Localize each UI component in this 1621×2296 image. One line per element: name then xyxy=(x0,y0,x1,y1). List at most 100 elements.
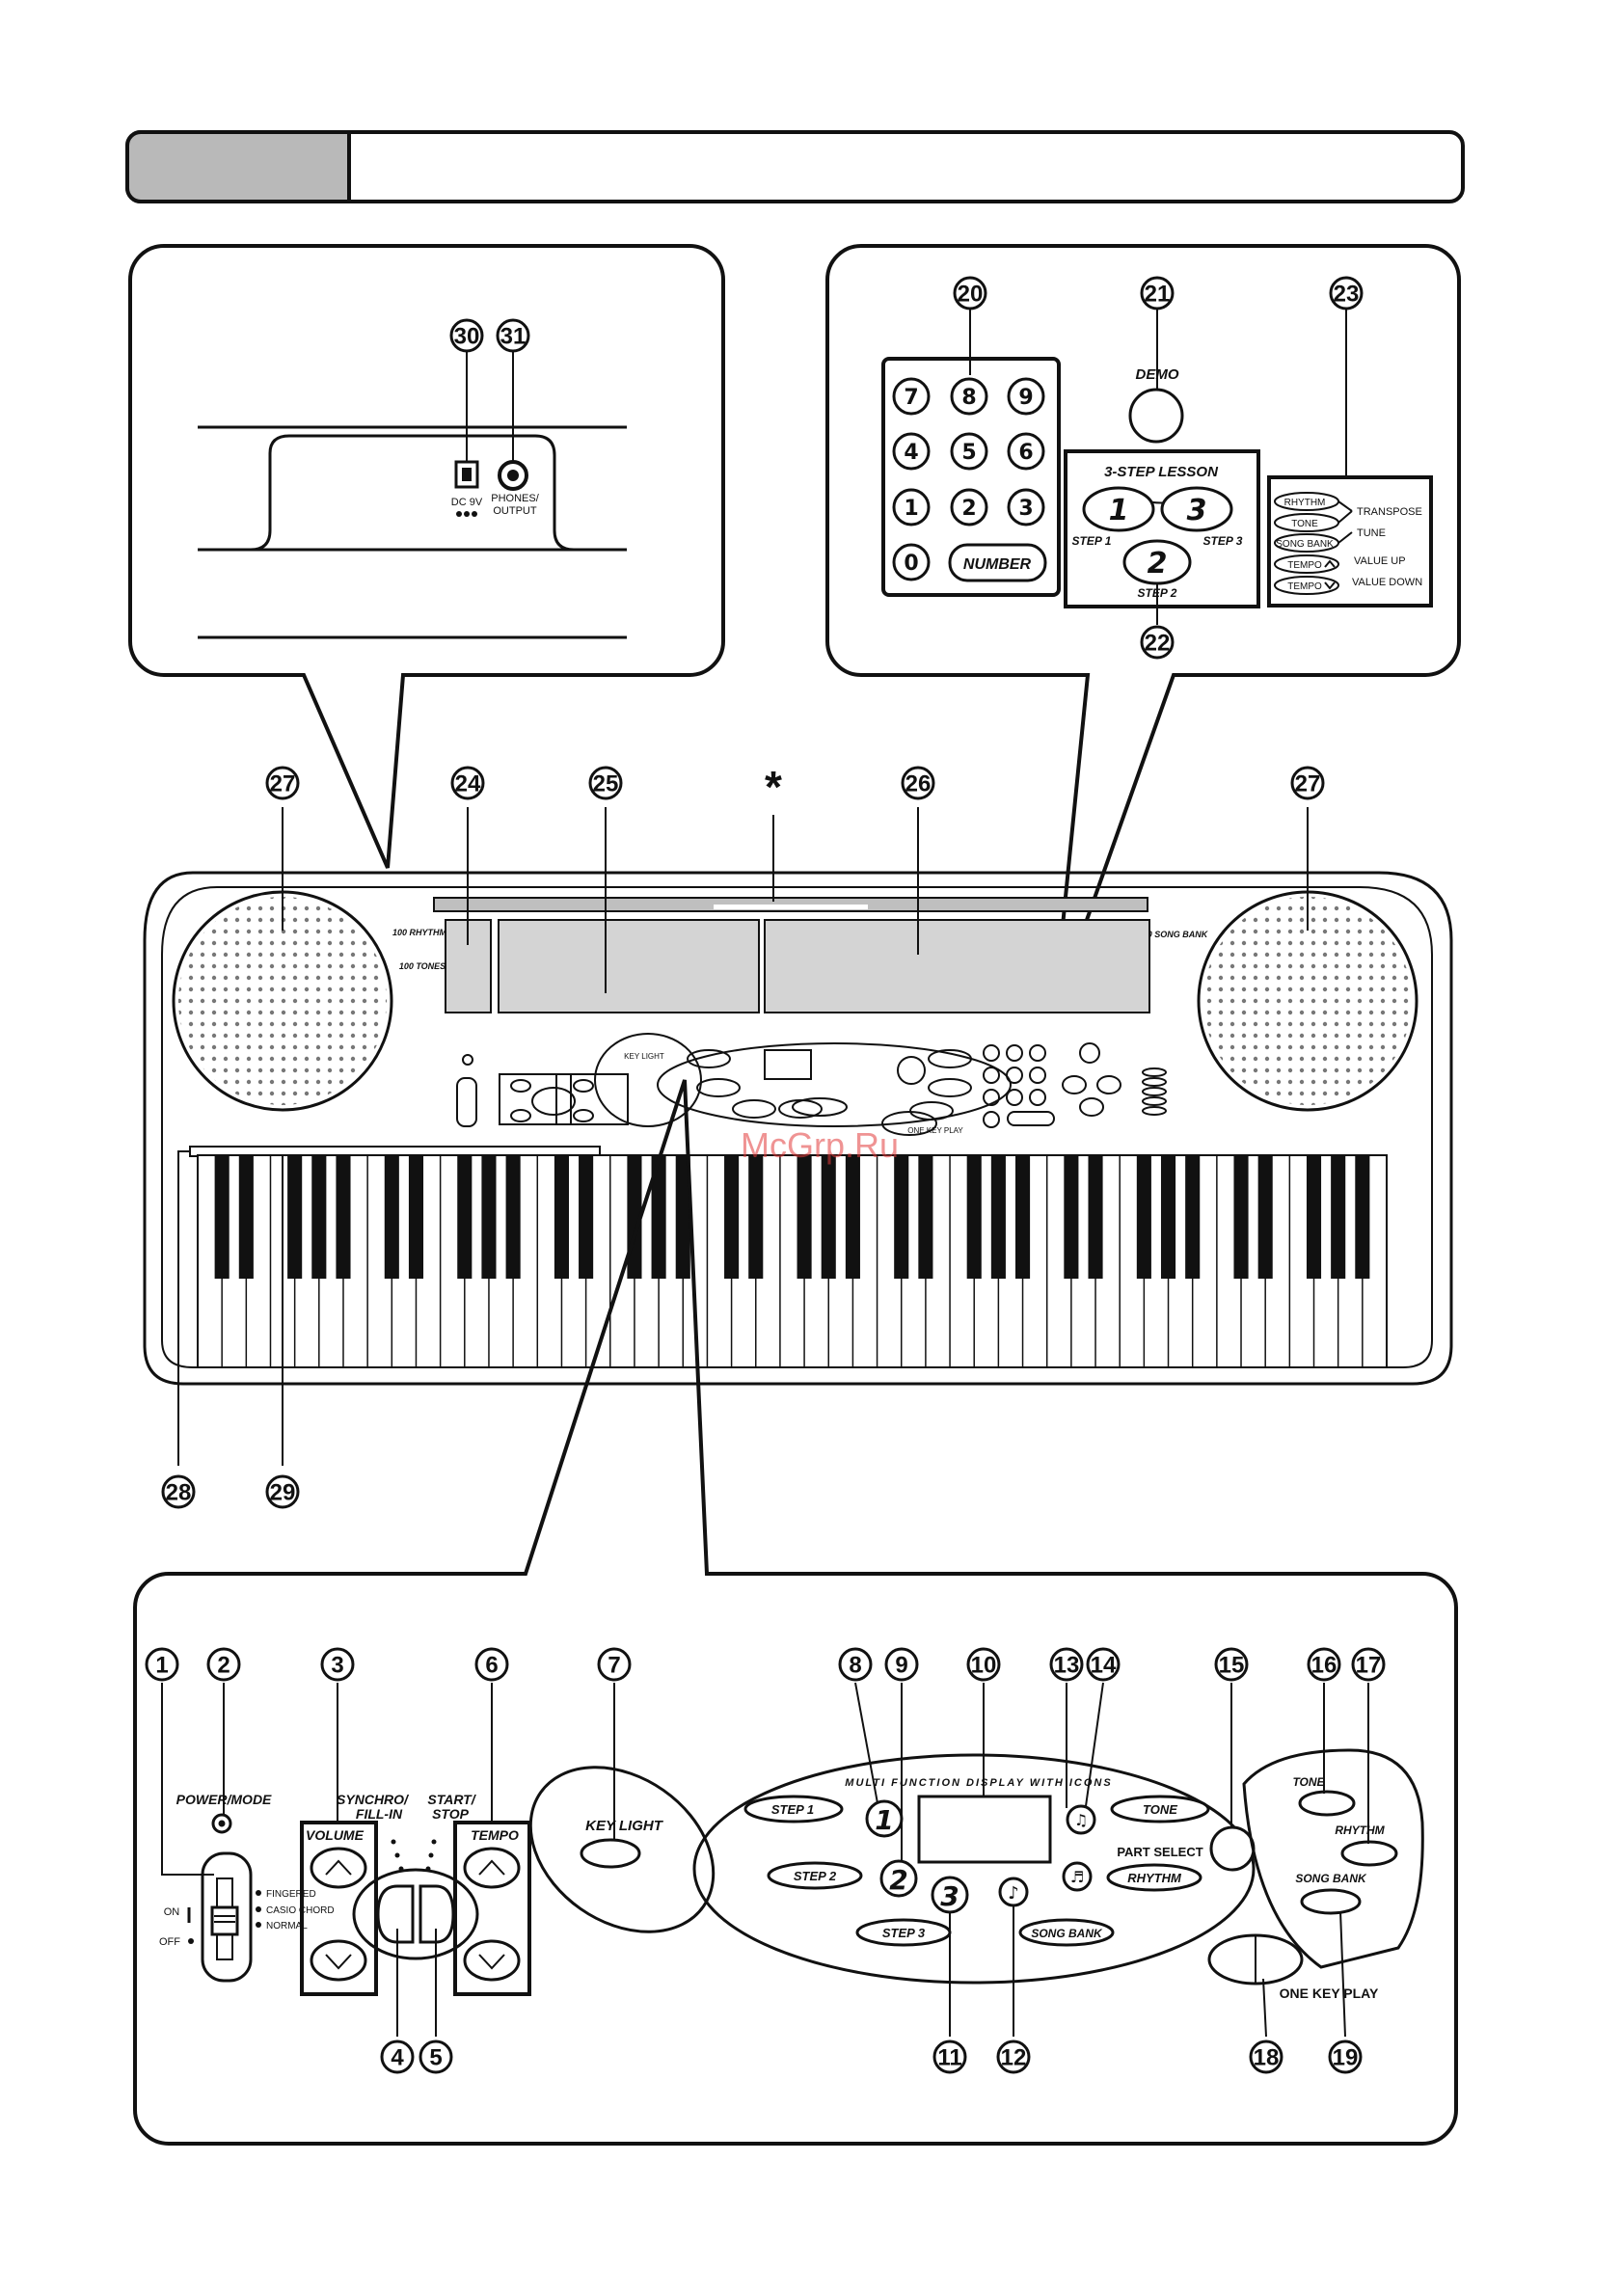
song-bank-right-button[interactable] xyxy=(1300,1888,1362,1915)
black-key[interactable] xyxy=(1233,1155,1249,1279)
tone-right-button[interactable] xyxy=(1298,1790,1356,1817)
black-key[interactable] xyxy=(1088,1155,1103,1279)
callout-number: 24 xyxy=(455,771,481,797)
black-key[interactable] xyxy=(748,1155,764,1279)
numpad-key-3[interactable] xyxy=(1007,488,1045,527)
callout-27: 27 xyxy=(265,766,300,800)
song-bank-button[interactable] xyxy=(1018,1918,1115,1947)
step2-button[interactable] xyxy=(767,1861,863,1890)
black-key[interactable] xyxy=(1306,1155,1322,1279)
black-key[interactable] xyxy=(894,1155,909,1279)
black-key[interactable] xyxy=(1355,1155,1370,1279)
black-key[interactable] xyxy=(1257,1155,1273,1279)
lesson-title: 3-STEP LESSON xyxy=(1104,464,1219,480)
rhythm-r-label: RHYTHM xyxy=(1335,1823,1385,1837)
black-key[interactable] xyxy=(675,1155,690,1279)
callout-10: 10 xyxy=(966,1647,1001,1682)
black-key[interactable] xyxy=(1160,1155,1176,1279)
rhythm-part-button[interactable] xyxy=(1062,1861,1093,1892)
step1-button[interactable] xyxy=(743,1795,844,1823)
lesson-step3-button[interactable] xyxy=(1160,486,1233,532)
callout-number: 7 xyxy=(608,1653,620,1679)
black-key[interactable] xyxy=(287,1155,303,1279)
mini-numpad-key xyxy=(983,1089,1000,1106)
tone-label: TONE xyxy=(1143,1802,1177,1817)
mode-button-3[interactable] xyxy=(1274,554,1339,574)
callout-17: 17 xyxy=(1351,1647,1386,1682)
mini-numpad-key xyxy=(983,1044,1000,1062)
black-key[interactable] xyxy=(579,1155,594,1279)
callout-13: 13 xyxy=(1049,1647,1084,1682)
black-key[interactable] xyxy=(966,1155,982,1279)
callout-27: 27 xyxy=(1290,766,1325,800)
black-key[interactable] xyxy=(821,1155,836,1279)
callout-number: 15 xyxy=(1219,1653,1245,1679)
callout-4: 4 xyxy=(380,2039,415,2074)
black-key[interactable] xyxy=(1136,1155,1151,1279)
tone-button[interactable] xyxy=(1110,1795,1210,1823)
demo-button[interactable] xyxy=(1128,388,1184,444)
tempo-up-button[interactable] xyxy=(463,1847,521,1889)
black-key[interactable] xyxy=(238,1155,254,1279)
lesson-step3-label: STEP 3 xyxy=(1203,534,1243,548)
volume-down-button[interactable] xyxy=(310,1939,367,1982)
black-key[interactable] xyxy=(554,1155,569,1279)
callout-number: 27 xyxy=(270,771,296,797)
black-key[interactable] xyxy=(336,1155,351,1279)
number-button[interactable] xyxy=(948,543,1047,582)
numpad-key-8[interactable] xyxy=(950,377,988,416)
rhythm-right-button[interactable] xyxy=(1340,1840,1398,1867)
black-key[interactable] xyxy=(724,1155,740,1279)
callout-number: 13 xyxy=(1054,1653,1080,1679)
black-key[interactable] xyxy=(918,1155,933,1279)
mini-numpad-key xyxy=(1029,1067,1046,1084)
numpad-key-1[interactable] xyxy=(892,488,931,527)
black-key[interactable] xyxy=(481,1155,497,1279)
black-key[interactable] xyxy=(845,1155,860,1279)
mini-one-key-play: ONE KEY PLAY xyxy=(907,1126,963,1135)
black-key[interactable] xyxy=(1064,1155,1079,1279)
numpad-key-5[interactable] xyxy=(950,432,988,471)
black-key[interactable] xyxy=(311,1155,327,1279)
numpad-key-2[interactable] xyxy=(950,488,988,527)
black-key[interactable] xyxy=(1015,1155,1031,1279)
synchro-fill-in-button[interactable] xyxy=(376,1884,415,1944)
mode-connector-lines xyxy=(1337,500,1353,544)
mode-button-4[interactable] xyxy=(1274,576,1339,595)
black-key[interactable] xyxy=(1185,1155,1201,1279)
key-light-button[interactable] xyxy=(580,1838,641,1869)
numpad-key-label: 1 xyxy=(904,497,918,521)
on-label: ON xyxy=(164,1906,180,1918)
tone-part-button[interactable] xyxy=(1066,1804,1096,1835)
callout-number: 10 xyxy=(971,1653,997,1679)
tempo-down-button[interactable] xyxy=(463,1939,521,1982)
fingered-label: FINGERED xyxy=(266,1889,316,1900)
black-key[interactable] xyxy=(990,1155,1006,1279)
callout-number: 20 xyxy=(958,282,984,308)
number-label: NUMBER xyxy=(963,556,1032,573)
black-key[interactable] xyxy=(651,1155,666,1279)
volume-up-button[interactable] xyxy=(310,1847,367,1889)
numpad-key-9[interactable] xyxy=(1007,377,1045,416)
black-key[interactable] xyxy=(408,1155,424,1279)
piano-keys[interactable] xyxy=(197,1154,1388,1368)
black-key[interactable] xyxy=(214,1155,230,1279)
mini-numpad-key xyxy=(1006,1067,1023,1084)
lesson-2-button[interactable] xyxy=(879,1859,918,1898)
black-key[interactable] xyxy=(457,1155,473,1279)
black-key[interactable] xyxy=(505,1155,521,1279)
rhythm-button[interactable] xyxy=(1106,1863,1202,1892)
numpad-key-0[interactable] xyxy=(892,543,931,581)
numpad-key-6[interactable] xyxy=(1007,432,1045,471)
lesson-step1-button[interactable] xyxy=(1082,486,1155,532)
lesson-step2-number: 2 xyxy=(1148,547,1168,581)
leader-lines xyxy=(177,807,1309,1466)
numpad-key-4[interactable] xyxy=(892,432,931,471)
black-key[interactable] xyxy=(797,1155,812,1279)
transpose-dial-button[interactable] xyxy=(1209,1825,1256,1872)
black-key[interactable] xyxy=(1331,1155,1346,1279)
synchro-start-surround xyxy=(352,1868,479,1960)
numpad-key-7[interactable] xyxy=(892,377,931,416)
black-key[interactable] xyxy=(384,1155,399,1279)
